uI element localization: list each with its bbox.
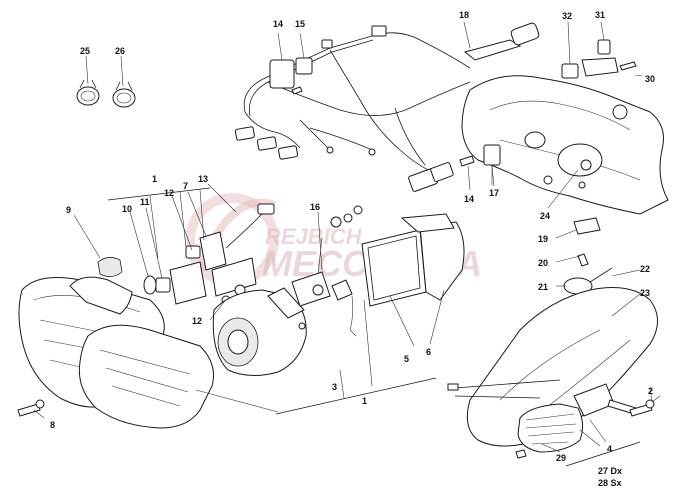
group-bracket-bottom	[195, 299, 437, 415]
callout-21: 21	[538, 282, 548, 292]
callout-32: 32	[562, 11, 572, 21]
headlight-lens-assembly	[18, 276, 214, 429]
callout-13: 13	[198, 174, 208, 184]
callout-9: 9	[66, 205, 71, 215]
bolt-14-bracket-17	[459, 144, 501, 185]
watermark-line1: REJBICH	[265, 224, 363, 249]
callout-17: 17	[489, 188, 499, 198]
callout-16: 16	[310, 202, 320, 212]
callout-19: 19	[538, 234, 548, 244]
callout-11: 11	[140, 197, 150, 207]
callout-4: 4	[607, 444, 612, 454]
callout-15: 15	[295, 19, 305, 29]
callout-6: 6	[426, 347, 431, 357]
grommet-9	[97, 257, 123, 277]
bulb-holder-group	[143, 203, 275, 305]
callout-10: 10	[122, 204, 132, 214]
callout-12-bottom: 12	[192, 316, 202, 326]
callout-23: 23	[640, 288, 650, 298]
clamp-26	[112, 55, 136, 108]
callout-12-top: 12	[164, 188, 174, 198]
clamp-25	[76, 55, 100, 106]
callout-5: 5	[404, 354, 409, 364]
callout-2: 2	[648, 386, 653, 396]
callout-7: 7	[183, 181, 188, 191]
callout-8: 8	[50, 420, 55, 430]
callout-1-bottom: 1	[362, 396, 367, 406]
callout-25: 25	[80, 46, 90, 56]
callout-30: 30	[645, 74, 655, 84]
connector-14-15	[269, 32, 313, 95]
callout-14-top: 14	[273, 19, 283, 29]
wiring-harness	[234, 21, 540, 192]
callout-14-mid: 14	[464, 194, 474, 204]
leader-lines	[33, 165, 653, 453]
bolt-8	[17, 399, 45, 417]
callout-22: 22	[640, 264, 650, 274]
callout-1-top: 1	[152, 174, 157, 184]
reflector-3	[212, 237, 331, 376]
headlight-housing	[330, 205, 465, 337]
callout-20: 20	[538, 258, 548, 268]
callout-18: 18	[459, 10, 469, 20]
headlight-bracket-frame	[461, 75, 669, 215]
callout-29: 29	[556, 453, 566, 463]
group-bracket-top	[107, 187, 211, 259]
callout-3: 3	[332, 382, 337, 392]
callout-24: 24	[540, 211, 550, 221]
callout-labels: 25 26 14 15 18 32 31 30 1 9 10 11 12 7 1…	[50, 10, 655, 488]
bolt-2	[629, 395, 661, 417]
group-bracket-signal	[565, 429, 641, 467]
callout-28-sx: 28 Sx	[598, 478, 622, 488]
callout-27-dx: 27 Dx	[598, 466, 622, 476]
callout-31: 31	[595, 10, 605, 20]
callout-26: 26	[115, 46, 125, 56]
turn-signal-27-28	[515, 383, 637, 459]
